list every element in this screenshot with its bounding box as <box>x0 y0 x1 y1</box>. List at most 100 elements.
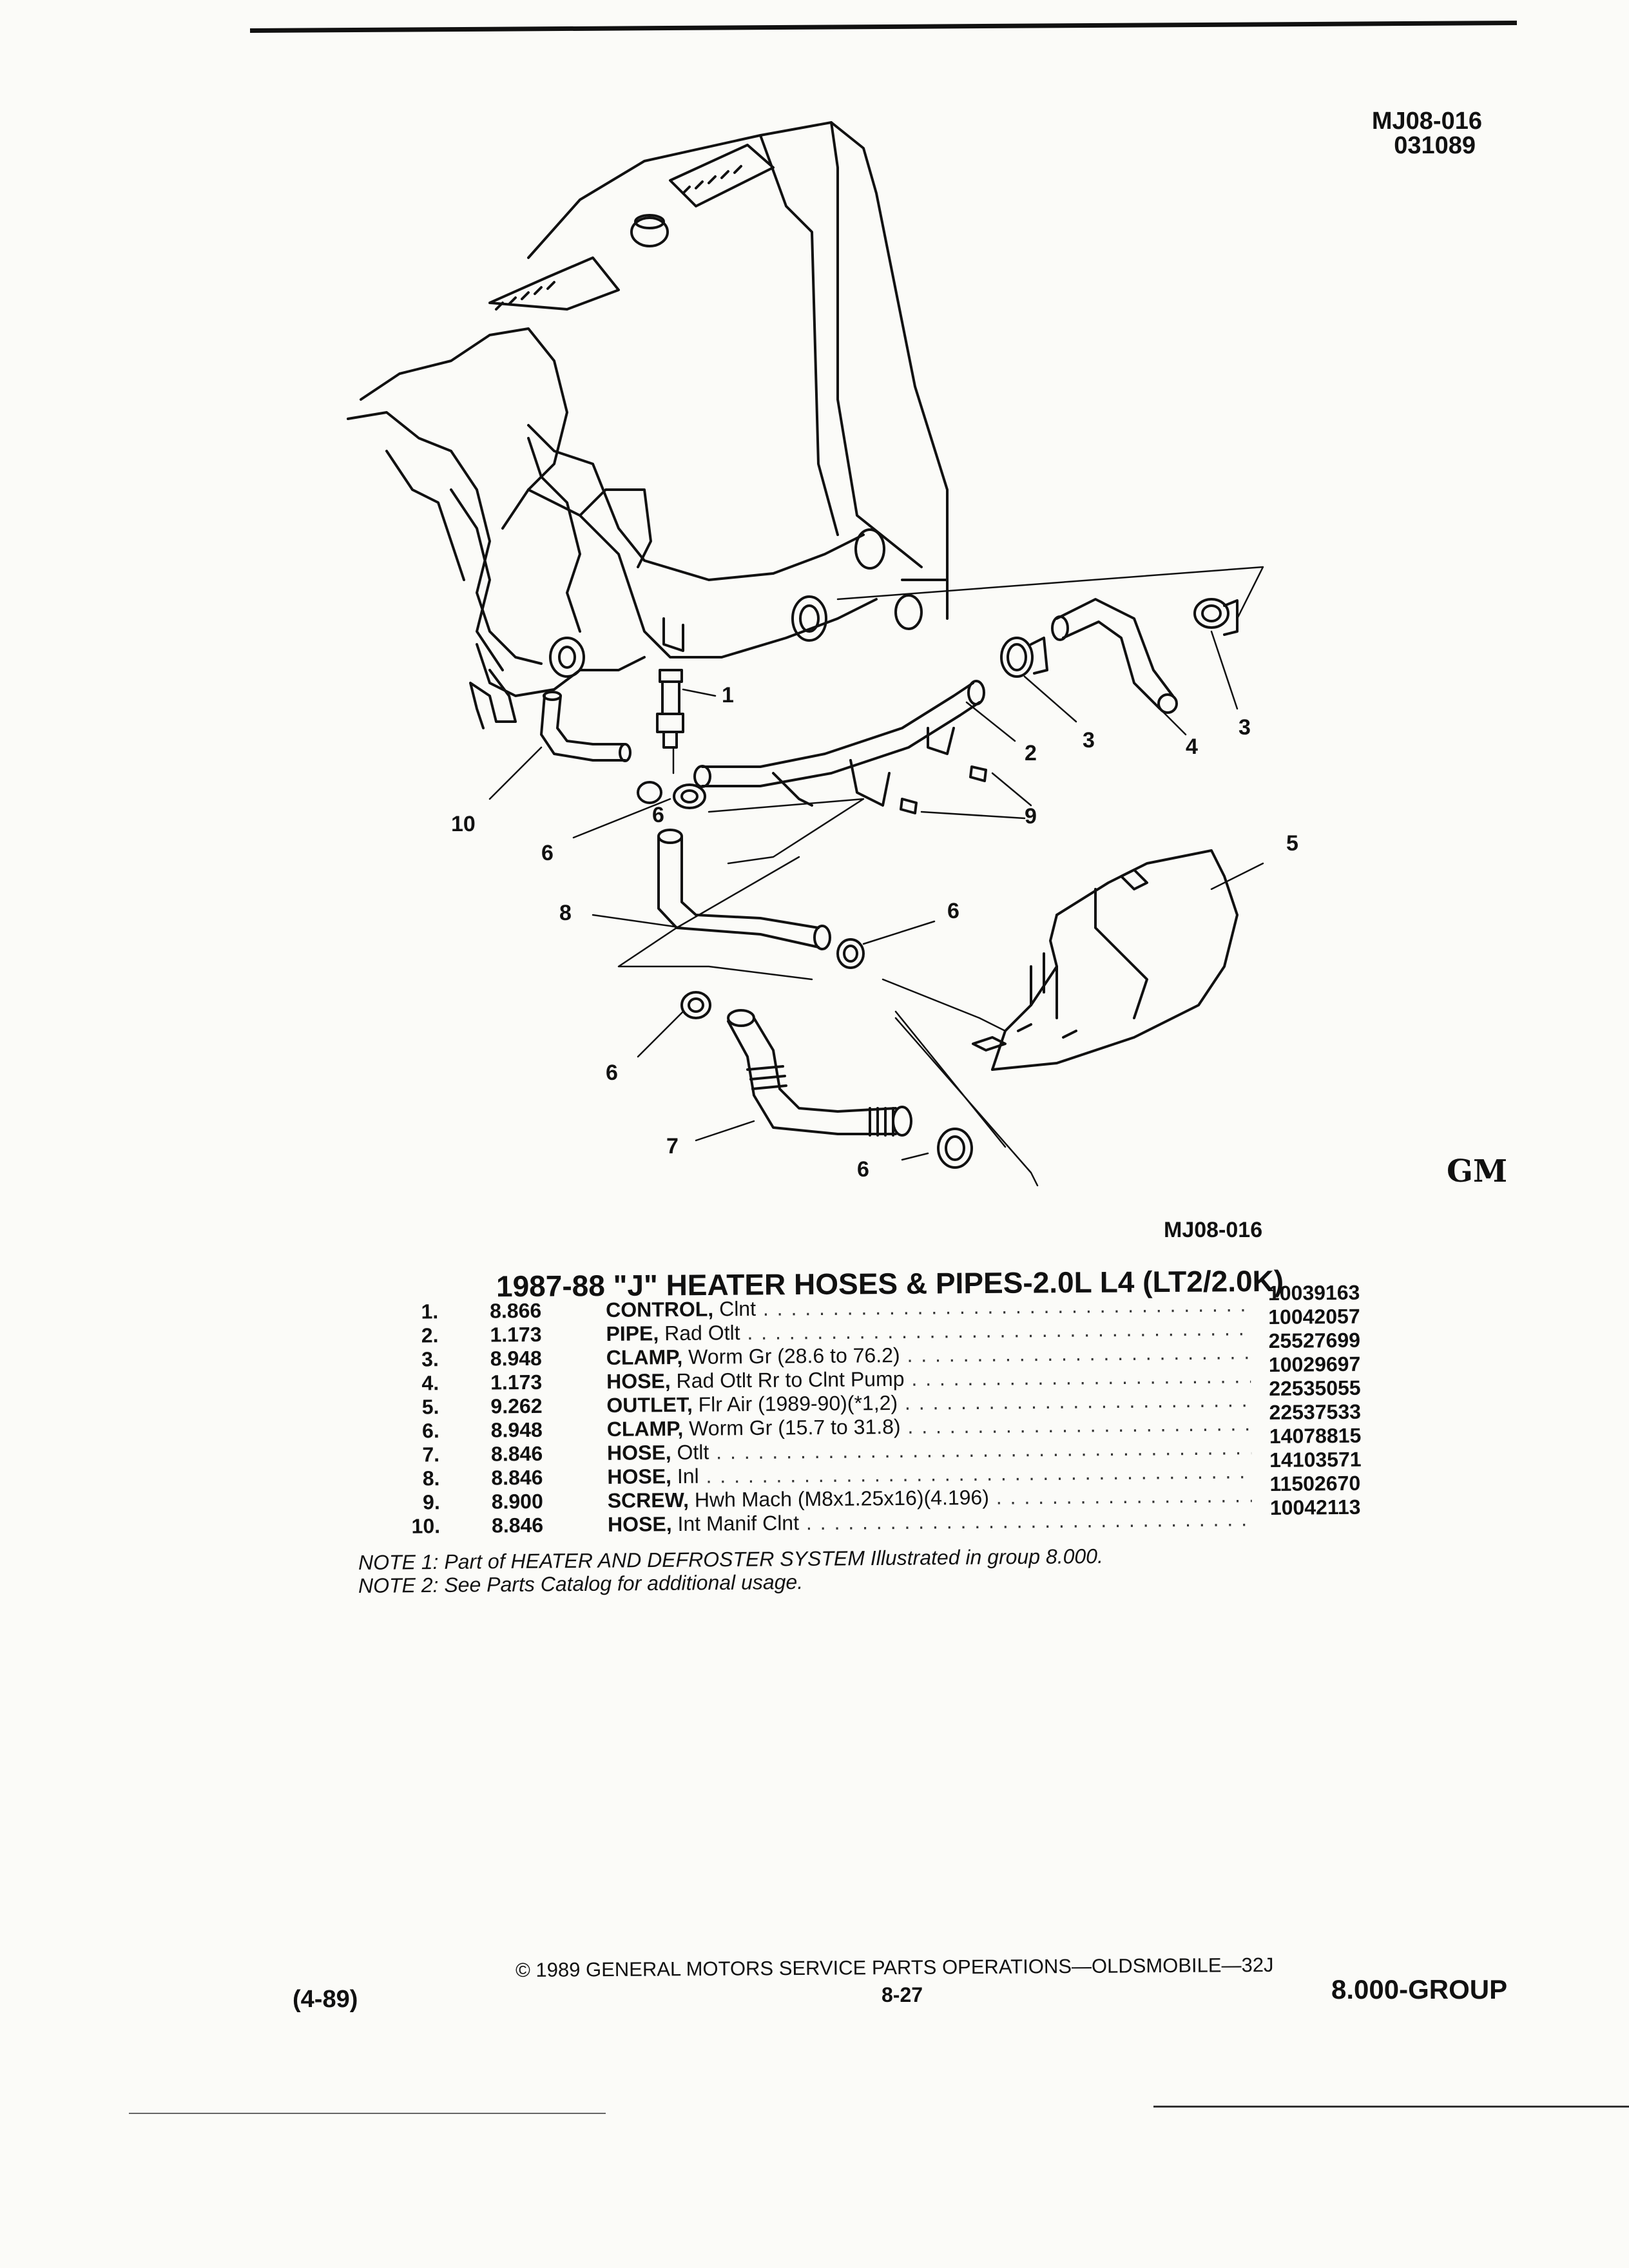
catalog-part-number: 25527699 <box>1268 1328 1361 1352</box>
catalog-part-number: 10039163 <box>1268 1280 1360 1305</box>
part-name: OUTLET, <box>606 1392 693 1417</box>
leader-dots: . . . . . . . . . . . . . . . . . . . . … <box>747 1316 1250 1345</box>
part-name: HOSE, <box>606 1441 671 1465</box>
callout-4: 4 <box>1186 735 1198 759</box>
part-detail: Flr Air (1989-90)(*1,2) <box>692 1390 898 1416</box>
part-number: 6. <box>421 1419 439 1443</box>
catalog-part-number: 11502670 <box>1269 1471 1361 1495</box>
callout-6b: 6 <box>947 899 959 923</box>
callout-8: 8 <box>559 901 572 925</box>
callout-10: 10 <box>451 812 476 836</box>
page-number: 8-27 <box>882 1983 923 2006</box>
callout-3: 3 <box>1083 728 1095 753</box>
callout-5: 5 <box>1286 831 1298 856</box>
part-name: HOSE, <box>607 1465 672 1488</box>
part-name: HOSE, <box>607 1512 672 1536</box>
part-1-control-valve <box>656 669 684 749</box>
catalog-part-number: 22537533 <box>1269 1399 1362 1424</box>
group-number: 8.846 <box>491 1465 543 1490</box>
bottom-rule-left <box>129 2113 606 2114</box>
part-number: 5. <box>421 1395 439 1419</box>
group-number: 1.173 <box>490 1370 543 1394</box>
heater-hose-diagram: 1 2 3 3 4 5 6 6 6 6 6 7 8 9 9 10 <box>347 121 1298 1187</box>
part-2-radiator-outlet-pipe <box>693 680 985 807</box>
callout-6c: 6 <box>606 1061 618 1085</box>
callout-7: 7 <box>666 1134 679 1158</box>
group-number: 8.948 <box>490 1418 543 1442</box>
part-number: 10. <box>411 1514 441 1538</box>
callout-9: 9 <box>1025 804 1037 829</box>
part-number: 3. <box>421 1347 439 1371</box>
engine-radiator-assembly <box>347 121 949 729</box>
part-7-outlet-hose <box>727 1009 912 1137</box>
part-name: CONTROL, <box>605 1297 714 1321</box>
gm-logo: GM <box>1447 1153 1508 1189</box>
part-description: HOSE, Int Manif Clnt . . . . . . . . . .… <box>608 1507 1252 1537</box>
footer-date-code: (4-89) <box>293 1986 358 2013</box>
projection-lines <box>617 566 1264 1187</box>
part-detail: Worm Gr (28.6 to 76.2) <box>682 1343 900 1369</box>
part-number: 1. <box>421 1300 439 1323</box>
leader-dots: . . . . . . . . . . . . . . . . . . . . … <box>904 1388 1251 1414</box>
leader-dots: . . . . . . . . . . . . . . . . . . . . … <box>907 1340 1251 1367</box>
group-number: 8.846 <box>490 1441 543 1466</box>
callout-6d: 6 <box>857 1157 869 1182</box>
part-3-clamps <box>1000 598 1239 678</box>
part-detail: Otlt <box>671 1440 709 1465</box>
part-number: 4. <box>421 1371 439 1395</box>
catalog-part-number: 10029697 <box>1268 1352 1361 1376</box>
figure-reference: MJ08-016 <box>1164 1218 1263 1242</box>
catalog-part-number: 10042113 <box>1269 1495 1361 1519</box>
leader-dots: . . . . . . . . . . . . . . . . . . . . … <box>805 1507 1252 1535</box>
bottom-rule <box>1153 2106 1629 2108</box>
leader-dots: . . . . . . . . . . . . . . . . . . . . … <box>996 1483 1252 1509</box>
document-date: 031089 <box>1394 132 1476 159</box>
part-detail: Int Manif Clnt <box>671 1511 800 1536</box>
part-4-radiator-hose <box>1051 598 1178 714</box>
part-detail: Rad Otlt <box>659 1321 740 1345</box>
parts-list: 1. 8.866 CONTROL, Clnt . . . . . . . . . .… <box>380 1281 1400 1539</box>
part-name: PIPE, <box>606 1321 659 1345</box>
part-name: HOSE, <box>606 1369 671 1393</box>
catalog-part-number: 14078815 <box>1269 1423 1362 1448</box>
leader-lines <box>488 630 1264 1161</box>
leader-dots: . . . . . . . . . . . . . . . . . . . . … <box>762 1293 1251 1320</box>
group-number: 8.866 <box>489 1298 542 1323</box>
callout-3b: 3 <box>1239 715 1251 740</box>
document-code: MJ08-016 <box>1371 108 1482 135</box>
catalog-part-number: 10042057 <box>1268 1304 1360 1329</box>
part-6-clamps <box>637 781 973 1169</box>
part-number: 9. <box>422 1490 440 1514</box>
leader-dots: . . . . . . . . . . . . . . . . . . . . … <box>907 1412 1251 1438</box>
footer-copyright: © 1989 GENERAL MOTORS SERVICE PARTS OPER… <box>515 1953 1274 1982</box>
part-detail: Clnt <box>713 1296 757 1321</box>
part-9-screws <box>900 765 987 814</box>
note-2: NOTE 2: See Parts Catalog for additional… <box>358 1570 804 1598</box>
part-name: CLAMP, <box>606 1416 684 1441</box>
part-10-manifold-hose <box>540 691 631 762</box>
group-number: 1.173 <box>490 1322 542 1347</box>
callout-2: 2 <box>1025 741 1037 765</box>
callout-6e: 6 <box>652 803 664 827</box>
part-detail: Hwh Mach (M8x1.25x16)(4.196) <box>688 1485 990 1512</box>
group-number: 8.900 <box>491 1489 543 1514</box>
part-detail: Rad Otlt Rr to Clnt Pump <box>670 1367 905 1393</box>
group-number: 8.846 <box>491 1513 544 1537</box>
group-number: 8.948 <box>490 1346 543 1370</box>
top-rule <box>250 20 1518 33</box>
catalog-part-number: 14103571 <box>1269 1447 1362 1472</box>
callout-1: 1 <box>722 683 734 707</box>
part-number: 8. <box>422 1466 440 1490</box>
leader-dots: . . . . . . . . . . . . . . . . . . . . … <box>911 1364 1251 1390</box>
group-number: 9.262 <box>490 1394 543 1418</box>
callout-6a: 6 <box>541 841 554 865</box>
leader-dots: . . . . . . . . . . . . . . . . . . . . … <box>716 1436 1252 1464</box>
catalog-part-number: 22535055 <box>1269 1376 1361 1400</box>
part-detail: Worm Gr (15.7 to 31.8) <box>683 1414 901 1440</box>
part-name: CLAMP, <box>606 1345 683 1369</box>
part-5-floor-air-outlet <box>972 849 1239 1071</box>
part-number: 2. <box>421 1323 439 1347</box>
part-number: 7. <box>422 1443 440 1466</box>
footer-group: 8.000-GROUP <box>1331 1974 1508 2004</box>
part-detail: Inl <box>671 1464 699 1488</box>
